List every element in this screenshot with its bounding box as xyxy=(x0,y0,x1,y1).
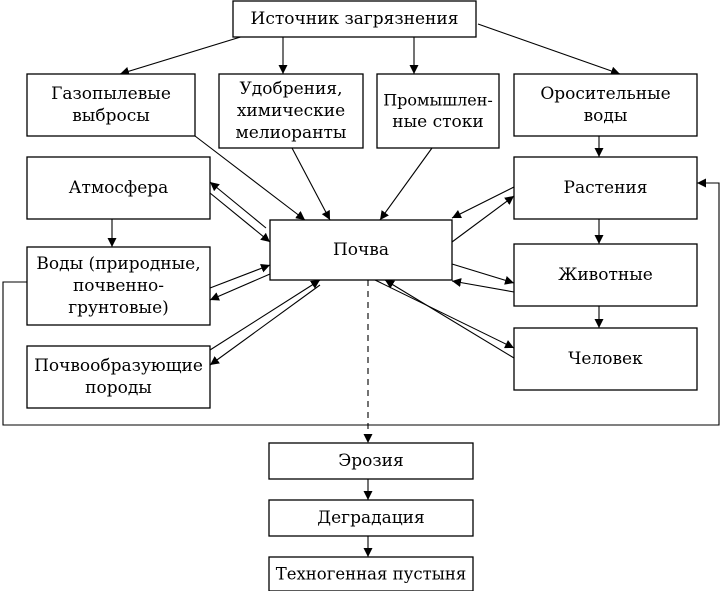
node-irrigation-label: Оросительные xyxy=(540,84,670,104)
node-fert-box xyxy=(218,73,364,149)
arrow-soil-to-atmosphere xyxy=(209,181,267,229)
node-atmosphere: Атмосфера xyxy=(26,156,211,220)
node-fert-label: мелиоранты xyxy=(236,123,347,143)
arrow-soil-to-plants xyxy=(451,195,515,243)
node-gas-label: Газопылевые xyxy=(51,84,171,104)
node-waters: Воды (природные,почвенно-грунтовые) xyxy=(26,246,211,326)
arrow-animals-to-soil xyxy=(451,278,515,293)
node-plants: Растения xyxy=(513,156,698,220)
arrow-soil-to-waters xyxy=(209,273,271,301)
node-desert-box xyxy=(268,556,474,591)
node-erosion-label: Эрозия xyxy=(338,451,403,471)
node-atmosphere-label: Атмосфера xyxy=(69,178,169,198)
arrow-fert-to-soil xyxy=(291,147,331,221)
arrow-waters-to-plants xyxy=(2,178,720,426)
node-waters-box xyxy=(26,246,211,326)
node-parent-rock-box xyxy=(26,345,211,409)
node-animals-box xyxy=(513,243,698,307)
node-animals: Животные xyxy=(513,243,698,307)
node-fert-label: химические xyxy=(237,101,345,121)
arrow-atmosphere-to-soil xyxy=(209,192,271,243)
node-soil: Почва xyxy=(269,219,453,281)
node-human-box xyxy=(513,327,698,391)
node-industrial-label: ные стоки xyxy=(392,112,483,132)
node-parent-rock-label: Почвообразующие xyxy=(34,356,203,376)
arrow-waters-to-soil xyxy=(209,264,271,289)
node-waters-label: грунтовые) xyxy=(68,298,169,318)
arrow-source-to-irrigation xyxy=(477,23,621,76)
node-parent-rock-label: породы xyxy=(85,378,152,398)
node-irrigation-box xyxy=(513,73,698,137)
node-industrial: Промышлен-ные стоки xyxy=(376,73,500,149)
arrow-human-to-soil xyxy=(384,279,515,359)
node-gas-label: выбросы xyxy=(72,106,150,126)
node-human-label: Человек xyxy=(568,349,643,369)
node-erosion: Эрозия xyxy=(268,442,474,480)
node-industrial-label: Промышлен- xyxy=(383,91,493,110)
arrow-soil-to-parent-rock xyxy=(209,284,321,366)
node-irrigation-label: воды xyxy=(584,106,628,126)
node-source-label: Источник загрязнения xyxy=(251,9,459,29)
arrow-soil-to-animals xyxy=(451,263,515,285)
node-plants-box xyxy=(513,156,698,220)
arrow-industrial-to-soil xyxy=(379,147,433,221)
node-soil-box xyxy=(269,219,453,281)
node-fert-label: Удобрения, xyxy=(240,79,343,99)
node-degradation: Деградация xyxy=(268,499,474,537)
node-source: Источник загрязнения xyxy=(232,0,477,38)
node-degradation-box xyxy=(268,499,474,537)
arrow-plants-to-soil xyxy=(451,186,515,219)
node-industrial-box xyxy=(376,73,500,149)
arrow-parent-rock-to-soil xyxy=(209,279,321,351)
node-waters-label: почвенно- xyxy=(73,276,164,296)
node-gas-box xyxy=(26,73,196,137)
node-plants-label: Растения xyxy=(564,178,648,198)
node-animals-label: Животные xyxy=(558,265,653,285)
node-degradation-label: Деградация xyxy=(317,508,424,528)
arrow-gas-to-soil xyxy=(194,135,306,221)
node-waters-label: Воды (природные, xyxy=(36,254,200,274)
node-erosion-box xyxy=(268,442,474,480)
node-human: Человек xyxy=(513,327,698,391)
node-atmosphere-box xyxy=(26,156,211,220)
node-soil-label: Почва xyxy=(333,240,389,260)
node-desert: Техногенная пустыня xyxy=(268,556,474,591)
arrow-soil-to-human xyxy=(374,279,515,349)
node-desert-label: Техногенная пустыня xyxy=(276,565,467,584)
node-source-box xyxy=(232,0,477,38)
